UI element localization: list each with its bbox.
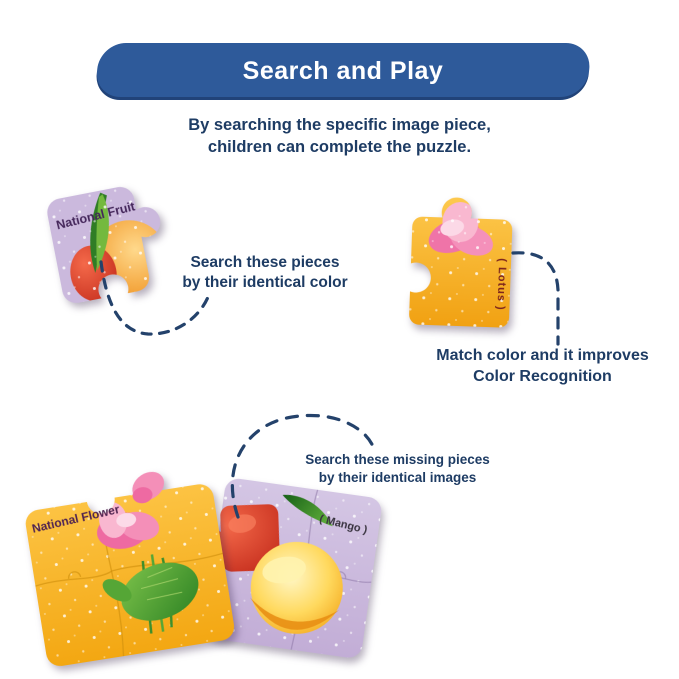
lotus-leaf-large [121, 562, 199, 621]
mango-leaf [282, 494, 333, 527]
annotation-color-match-line-1: Match color and it improves [436, 347, 649, 364]
page-title: Search and Play [242, 57, 444, 85]
dashed-connector-color-match [511, 251, 560, 346]
annotation-image-search: Search these missing pieces by their ide… [295, 451, 500, 487]
annotation-image-search-line-1: Search these missing pieces [305, 452, 490, 467]
annotation-image-search-line-2: by their identical images [318, 469, 477, 485]
annotation-color-match: Match color and it improves Color Recogn… [415, 345, 670, 387]
national-flower-puzzle: National Flower [23, 471, 237, 669]
annotation-color-search: Search these pieces by their identical c… [155, 253, 375, 294]
mango-puzzle: ( Mango ) [198, 477, 383, 660]
dashed-connector-image-search [230, 413, 376, 519]
subtitle: By searching the specific image piece, c… [0, 115, 679, 159]
dashed-connector-color-search [99, 260, 210, 336]
subtitle-line-2: children can complete the puzzle. [207, 137, 472, 156]
lotus-label: ( Lotus ) [494, 258, 508, 311]
annotation-color-match-line-2: Color Recognition [473, 368, 612, 386]
subtitle-line-1: By searching the specific image piece, [188, 116, 491, 134]
annotation-color-search-line-2: by their identical color [182, 274, 348, 292]
annotation-color-search-line-1: Search these pieces [190, 254, 340, 271]
lotus-piece: ( Lotus ) [408, 196, 514, 328]
